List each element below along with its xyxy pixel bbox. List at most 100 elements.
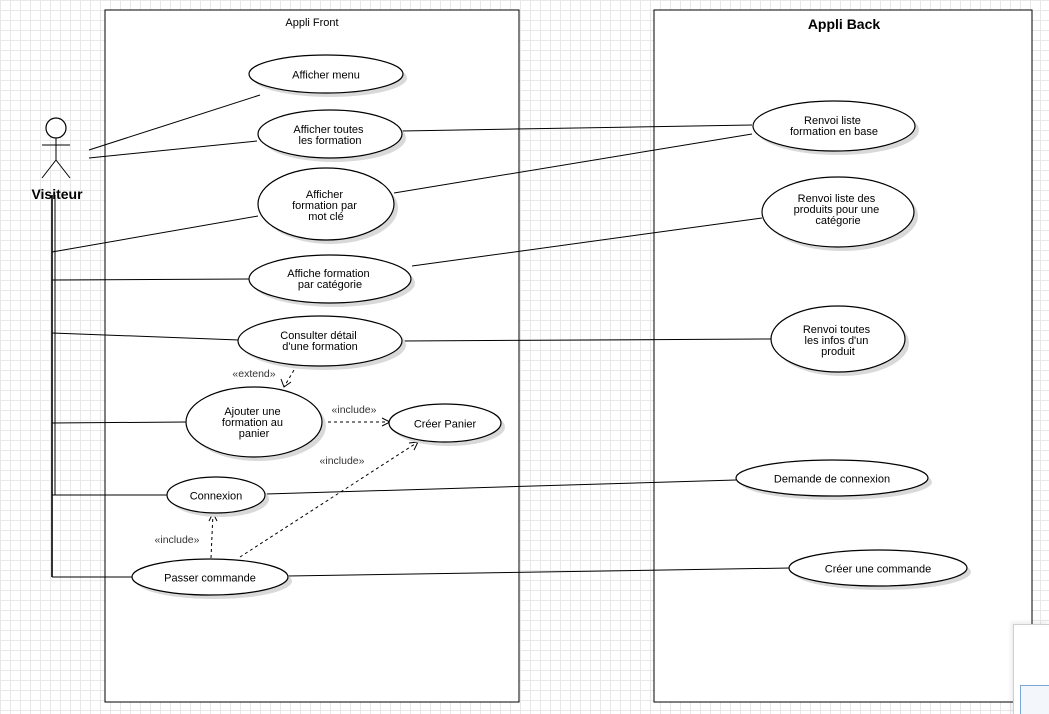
uc-label-line: catégorie xyxy=(815,215,860,227)
assoc-connexion-demande[interactable] xyxy=(265,479,737,495)
uc-afficher-mot-cle[interactable]: Afficher formation par mot clé xyxy=(257,167,398,244)
uc-affiche-categorie[interactable]: Affiche formation par catégorie xyxy=(248,254,415,307)
uc-label: Afficher toutes les formation xyxy=(293,124,366,147)
uc-demande-connexion[interactable]: Demande de connexion xyxy=(735,459,932,500)
actor-associations xyxy=(51,94,261,578)
front-back-associations xyxy=(265,124,791,577)
uc-renvoi-liste-produits[interactable]: Renvoi liste des produits pour une catég… xyxy=(761,176,918,251)
uc-ellipse xyxy=(166,476,266,514)
assoc-motcle-renvoi-liste[interactable] xyxy=(393,133,753,194)
uc-label-line: Renvoi toutes xyxy=(803,324,871,336)
include-commande-panier-arrow[interactable] xyxy=(239,441,419,558)
uc-label-line: Renvoi liste xyxy=(804,115,861,127)
include-panier-label: «include» xyxy=(332,404,377,416)
uc-label-line: Affiche formation xyxy=(287,268,369,280)
uc-label: Connexion xyxy=(190,491,243,503)
actor-head xyxy=(45,117,67,139)
uc-label: Consulter détail d'une formation xyxy=(280,330,360,353)
uc-label-line: Créer Panier xyxy=(414,419,477,431)
extend-arrowhead xyxy=(280,378,292,388)
uc-consulter-detail[interactable]: Consulter détail d'une formation xyxy=(237,315,406,370)
uc-label-line: Créer une commande xyxy=(825,564,931,576)
uc-label: Passer commande xyxy=(164,573,256,585)
uc-label: Créer une commande xyxy=(825,564,931,576)
include-connexion-arrow[interactable] xyxy=(210,512,214,559)
uc-label-line: Demande de connexion xyxy=(774,474,890,486)
uc-label-line: formation au xyxy=(222,417,283,429)
uc-ellipse xyxy=(248,54,404,94)
assoc-consulter-detail[interactable] xyxy=(51,332,240,341)
uc-label: Demande de connexion xyxy=(774,474,890,486)
uc-label: Afficher menu xyxy=(292,70,360,82)
uc-label-line: les infos d'un xyxy=(805,335,869,347)
uc-label-line: Afficher menu xyxy=(292,70,360,82)
uc-label-line: par catégorie xyxy=(298,279,362,291)
uc-label-line: Afficher xyxy=(306,189,343,201)
include-connexion-label: «include» xyxy=(155,534,200,546)
uc-label-line: produits pour une xyxy=(794,204,880,216)
back-system-title: Appli Back xyxy=(808,16,881,32)
uc-ellipse xyxy=(237,315,403,367)
uc-label: Renvoi liste formation en base xyxy=(790,115,878,138)
uc-connexion[interactable]: Connexion xyxy=(166,476,269,517)
front-system-title: Appli Front xyxy=(285,17,338,29)
actor-left-leg xyxy=(41,159,57,179)
include-commande-panier-label: «include» xyxy=(320,455,365,467)
uc-ellipse xyxy=(735,459,929,497)
actor-label: Visiteur xyxy=(31,186,83,202)
extend-arrow[interactable] xyxy=(283,364,298,388)
assoc-afficher-menu[interactable] xyxy=(88,94,261,151)
uc-passer-commande[interactable]: Passer commande xyxy=(131,558,292,599)
uc-label-line: Passer commande xyxy=(164,573,256,585)
uc-creer-panier[interactable]: Créer Panier xyxy=(388,403,505,446)
uc-ellipse xyxy=(770,305,906,373)
format-panel-corner[interactable] xyxy=(1013,624,1049,714)
uc-creer-commande[interactable]: Créer une commande xyxy=(788,549,971,590)
uc-label-line: panier xyxy=(239,428,270,440)
uc-afficher-menu[interactable]: Afficher menu xyxy=(248,54,407,97)
assoc-afficher-toutes[interactable] xyxy=(88,140,258,159)
uc-ellipse xyxy=(761,176,915,248)
assoc-commande-creer[interactable] xyxy=(287,567,791,577)
uc-label: Affiche formation par catégorie xyxy=(287,268,372,291)
uc-label-line: Consulter détail xyxy=(280,330,356,342)
actor-visiteur[interactable]: Visiteur xyxy=(31,117,83,202)
page-thumbnail[interactable] xyxy=(1020,685,1049,714)
uc-ellipse xyxy=(388,403,502,443)
assoc-toutes-renvoi-liste[interactable] xyxy=(401,124,753,132)
uc-renvoi-liste-formation[interactable]: Renvoi liste formation en base xyxy=(752,100,919,155)
uc-label: Renvoi liste des produits pour une catég… xyxy=(794,193,883,227)
uc-label: Renvoi toutes les infos d'un produit xyxy=(803,324,873,358)
uc-label-line: Renvoi liste des xyxy=(798,193,876,205)
uc-ellipse xyxy=(752,100,916,152)
uc-label-line: Afficher toutes xyxy=(293,124,364,136)
uc-ellipse xyxy=(257,167,395,241)
uc-renvoi-infos[interactable]: Renvoi toutes les infos d'un produit xyxy=(770,305,909,376)
uc-afficher-toutes[interactable]: Afficher toutes les formation xyxy=(257,109,406,162)
uc-label-line: formation en base xyxy=(790,126,878,138)
uc-ajouter-panier[interactable]: Ajouter une formation au panier xyxy=(185,386,326,461)
uc-label-line: d'une formation xyxy=(282,341,357,353)
uc-label-line: produit xyxy=(821,346,855,358)
uc-label-line: Connexion xyxy=(190,491,243,503)
assoc-ajouter-panier[interactable] xyxy=(51,421,187,424)
assoc-detail-renvoi-infos[interactable] xyxy=(401,338,772,342)
uc-label-line: Ajouter une xyxy=(224,406,280,418)
assoc-categorie-renvoi-produits[interactable] xyxy=(411,217,763,267)
uc-label: Créer Panier xyxy=(414,419,477,431)
assoc-affiche-categorie[interactable] xyxy=(51,278,250,281)
extend-label: «extend» xyxy=(232,368,275,380)
uc-ellipse xyxy=(185,386,323,458)
uc-label-line: mot clé xyxy=(308,211,343,223)
uc-label: Ajouter une formation au panier xyxy=(222,406,286,440)
uc-ellipse xyxy=(257,109,403,159)
uc-label-line: les formation xyxy=(299,135,362,147)
uc-ellipse xyxy=(248,254,412,304)
uc-label-line: formation par xyxy=(292,200,357,212)
actor-right-leg xyxy=(55,159,71,179)
assoc-afficher-mot-cle[interactable] xyxy=(51,215,259,253)
uc-ellipse xyxy=(131,558,289,596)
uc-ellipse xyxy=(788,549,968,587)
uc-label: Afficher formation par mot clé xyxy=(292,189,360,223)
